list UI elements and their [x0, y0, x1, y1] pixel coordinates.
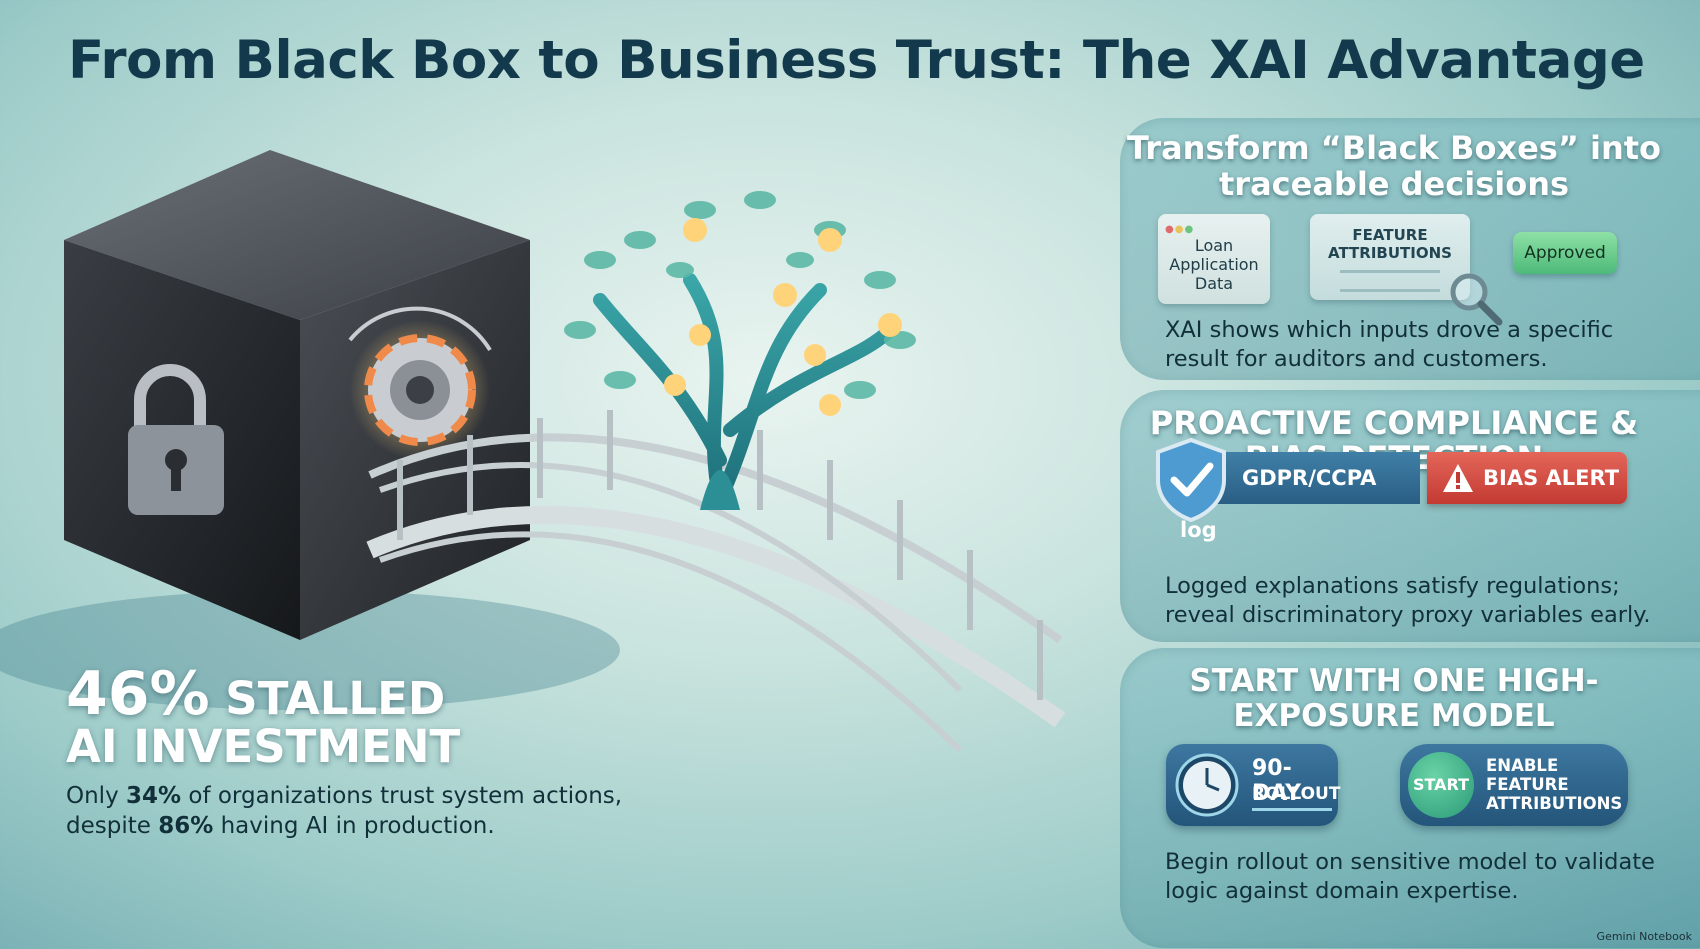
stat-headline: 46% STALLED AI INVESTMENT	[66, 664, 626, 773]
rollout-label: ROLLOUT	[1252, 784, 1341, 804]
bias-alert-bar: BIAS ALERT	[1427, 452, 1627, 504]
warning-icon	[1443, 464, 1473, 492]
rollout-days: 90-DAY	[1252, 756, 1302, 806]
panel1-body: XAI shows which inputs drove a specific …	[1165, 317, 1614, 372]
panel3-title: START WITH ONE HIGH-EXPOSURE MODEL	[1189, 663, 1599, 734]
loan-application-card: ●●● Loan Application Data	[1158, 214, 1270, 304]
stat-sub-3: of organizations trust system actions, d…	[66, 783, 623, 839]
panel-traceable-decisions: Transform “Black Boxes” into traceable d…	[1120, 118, 1700, 380]
start-icon: START	[1408, 752, 1474, 818]
rollout-badge: 90-DAY ROLLOUT	[1166, 744, 1341, 826]
stat-headline-rest: STALLED	[209, 672, 446, 725]
clock-icon	[1175, 753, 1239, 817]
lock-icon	[128, 364, 224, 515]
stat-block: 46% STALLED AI INVESTMENT Only 34% of or…	[66, 664, 626, 841]
panel3-body: Begin rollout on sensitive model to vali…	[1165, 849, 1655, 904]
rollout-progress-arrow	[1252, 808, 1332, 811]
stat-sub-1: Only	[66, 783, 126, 809]
panel-compliance: PROACTIVE COMPLIANCE & BIAS DETECTION GD…	[1120, 390, 1700, 642]
attribution-lines	[1340, 270, 1440, 292]
stat-sub-5: having AI in production.	[213, 813, 495, 839]
panel1-title: Transform “Black Boxes” into traceable d…	[1126, 129, 1662, 203]
panel-start-model: START WITH ONE HIGH-EXPOSURE MODEL 90-DA…	[1120, 648, 1700, 948]
stat-headline-number: 46%	[66, 659, 210, 729]
brand-watermark: Gemini Notebook	[1596, 930, 1692, 943]
panel2-body: Logged explanations satisfy regulations;…	[1165, 573, 1651, 628]
window-dots-icon: ●●●	[1165, 224, 1195, 235]
page-title: From Black Box to Business Trust: The XA…	[68, 30, 1645, 91]
magnifier-icon	[1450, 273, 1503, 326]
stat-headline-line2: AI INVESTMENT	[66, 720, 461, 773]
feature-attributions-card: FEATURE ATTRIBUTIONS	[1310, 214, 1470, 300]
illustration-scene	[0, 150, 1066, 753]
bridge-icon	[366, 433, 1066, 753]
enable-label: ENABLE FEATURE ATTRIBUTIONS	[1486, 756, 1623, 813]
loan-card-label: Loan Application Data	[1169, 236, 1259, 293]
stat-sub-trust-percent: 34%	[126, 783, 182, 809]
gear-icon	[348, 306, 492, 460]
feature-card-label: FEATURE ATTRIBUTIONS	[1328, 226, 1452, 262]
tree-icon	[564, 191, 916, 510]
approved-badge: Approved	[1513, 232, 1617, 274]
stat-subtext: Only 34% of organizations trust system a…	[66, 781, 626, 841]
stat-sub-production-percent: 86%	[158, 813, 214, 839]
enable-attributions-badge: START ENABLE FEATURE ATTRIBUTIONS	[1400, 744, 1628, 826]
shield-check-icon	[1156, 438, 1226, 522]
